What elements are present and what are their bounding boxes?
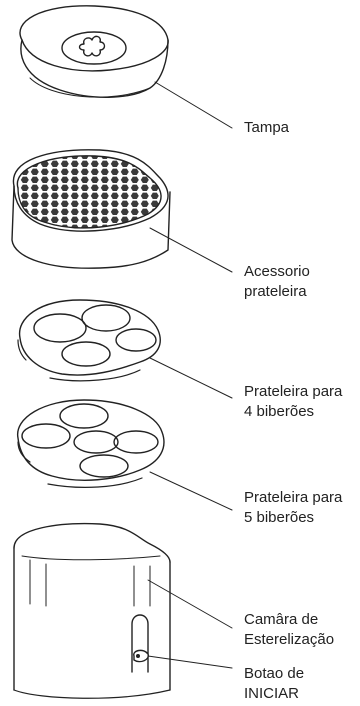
rack-4-ring-3 bbox=[115, 328, 157, 352]
leader-lid bbox=[154, 81, 233, 129]
rack-5-ring-3 bbox=[73, 430, 119, 454]
label-chamber-line-2: Esterelização bbox=[244, 631, 335, 648]
leader-rack-4 bbox=[149, 357, 233, 399]
shelf-accessory-part bbox=[11, 149, 233, 273]
label-start-button-line-1: Botao de bbox=[244, 665, 305, 682]
label-rack-4: Prateleira para 4 biberões bbox=[244, 382, 342, 422]
lid-knob bbox=[78, 35, 106, 57]
start-button bbox=[133, 649, 149, 663]
label-chamber: Camâra de Esterelização bbox=[244, 610, 334, 650]
lid-part bbox=[19, 5, 233, 129]
label-rack-4-line-1: Prateleira para bbox=[244, 383, 343, 400]
rack-5-ring-2 bbox=[21, 423, 71, 449]
label-shelf-accessory-line-1: Acessorio bbox=[244, 263, 310, 280]
label-lid: Tampa bbox=[244, 118, 289, 138]
shelf-accessory-rim bbox=[12, 149, 169, 232]
label-start-button-line-2: INICIAR bbox=[244, 685, 300, 702]
label-lid-line-1: Tampa bbox=[244, 119, 290, 136]
rack-4-ring-1 bbox=[33, 313, 87, 343]
chamber-wall bbox=[13, 547, 171, 691]
lid-knob-ring bbox=[61, 31, 127, 65]
rack-5-ring-4 bbox=[113, 430, 159, 454]
lid-top bbox=[19, 5, 169, 72]
label-shelf-accessory: Acessorio prateleira bbox=[244, 262, 310, 302]
rack-4-ring-4 bbox=[61, 341, 111, 367]
rack-4-ring-2 bbox=[81, 304, 131, 332]
shelf-accessory-hex-grid bbox=[16, 155, 162, 229]
label-rack-4-line-2: 4 biberões bbox=[244, 403, 315, 420]
chamber-part bbox=[13, 522, 233, 699]
rack-4-outline bbox=[18, 299, 161, 376]
rack-4-part bbox=[17, 299, 233, 399]
chamber-window bbox=[131, 614, 149, 673]
rack-5-part bbox=[17, 399, 233, 511]
leader-start-button bbox=[147, 655, 233, 669]
label-rack-5-line-2: 5 biberões bbox=[244, 509, 315, 526]
label-rack-5: Prateleira para 5 biberões bbox=[244, 488, 342, 528]
label-chamber-line-1: Camâra de bbox=[244, 611, 319, 628]
label-shelf-accessory-line-2: prateleira bbox=[244, 283, 307, 300]
leader-rack-5 bbox=[149, 471, 233, 511]
label-rack-5-line-1: Prateleira para bbox=[244, 489, 343, 506]
chamber-top-rim bbox=[13, 522, 171, 563]
rack-5-ring-5 bbox=[79, 454, 129, 478]
lid-rim bbox=[20, 39, 169, 98]
rack-5-ring-1 bbox=[59, 403, 109, 429]
rack-5-outline bbox=[17, 399, 165, 481]
chamber-base bbox=[13, 689, 171, 699]
leader-chamber bbox=[147, 579, 233, 629]
label-start-button: Botao de INICIAR bbox=[244, 664, 304, 704]
shelf-accessory-wall bbox=[11, 185, 171, 269]
leader-shelf-accessory bbox=[149, 227, 233, 273]
